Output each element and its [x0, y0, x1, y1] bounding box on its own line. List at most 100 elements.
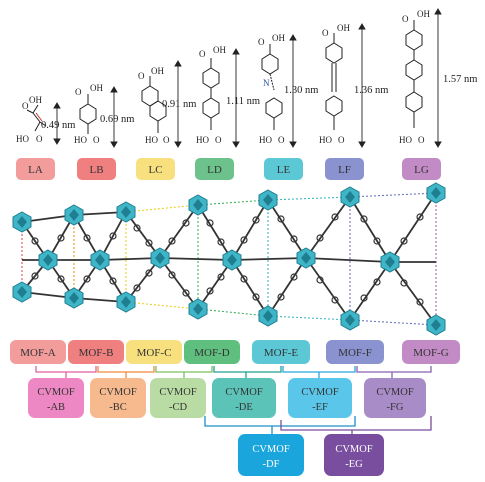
- la-ho-label: HO: [16, 134, 29, 144]
- la-o-top-label: O: [22, 101, 29, 111]
- mof-f-label: MOF-F: [338, 347, 372, 359]
- metal-node: [258, 189, 278, 211]
- linker-structures: OH O O HO OH O HO O OH O HO O: [16, 9, 430, 145]
- metal-node: [64, 204, 84, 226]
- mof-d-box: [184, 340, 240, 364]
- le-n-label: N: [263, 78, 270, 88]
- lf-length: 1.36 nm: [354, 85, 388, 96]
- lb-ho-label: HO: [74, 135, 87, 145]
- metal-node: [380, 251, 400, 273]
- lf-ho-label: HO: [319, 135, 332, 145]
- cvmof-fg-box: [364, 378, 426, 418]
- metal-node: [296, 247, 316, 269]
- lb-oh-label: OH: [90, 83, 103, 93]
- mof-a-box: [10, 340, 66, 364]
- linker-la-structure: [26, 104, 47, 132]
- ld-o-top-label: O: [199, 49, 206, 59]
- linker-le-structure: [261, 44, 283, 130]
- length-arrows: [53, 8, 442, 148]
- lc-o-top-label: O: [138, 71, 145, 81]
- lc-ho-label: HO: [145, 135, 158, 145]
- mof-f-box: [326, 340, 384, 364]
- mof-c-box: [126, 340, 182, 364]
- cvmof-ab-box: [28, 378, 84, 418]
- lf-oh-label: OH: [337, 23, 350, 33]
- cvmof-bc-line1: CVMOF: [99, 387, 137, 398]
- cvmof-eg-line2: -EG: [345, 459, 363, 470]
- lf-box: [325, 158, 364, 180]
- arrow-le: [289, 34, 297, 148]
- cvmof-ab-line2: -AB: [47, 402, 65, 413]
- cvmof-eg-line1: CVMOF: [335, 444, 373, 455]
- linker-lf-structure: [325, 33, 343, 130]
- cvmof-de-box: [212, 378, 276, 418]
- metal-nodes: [12, 182, 446, 336]
- cvmof-df-line1: CVMOF: [252, 444, 290, 455]
- linker-lc-structure: [141, 76, 167, 133]
- cvmof-eg-box: [324, 434, 384, 476]
- lg-oh-label: OH: [417, 9, 430, 19]
- metal-node: [90, 249, 110, 271]
- linker-labels: LA LB LC LD LE LF LG: [16, 158, 441, 180]
- metal-node: [116, 201, 136, 223]
- arrow-la: [53, 102, 61, 145]
- lb-length: 0.69 nm: [100, 114, 134, 125]
- metal-node: [38, 249, 58, 271]
- mof-a-label: MOF-A: [20, 347, 56, 359]
- cvmof-de-line1: CVMOF: [225, 387, 263, 398]
- metal-node: [150, 247, 170, 269]
- lg-o-top-label: O: [402, 14, 409, 24]
- ld-oh-label: OH: [213, 45, 226, 55]
- metal-node: [64, 287, 84, 309]
- linker-lb-structure: [79, 94, 97, 134]
- lc-box: [136, 158, 175, 180]
- la-oh-label: OH: [29, 95, 42, 105]
- mof-g-label: MOF-G: [413, 347, 449, 359]
- le-box: [264, 158, 303, 180]
- cvmof-df-box: [238, 434, 304, 476]
- cvmof-boxes: CVMOF -AB CVMOF -BC CVMOF -CD CVMOF -DE …: [28, 378, 426, 476]
- ld-o-bottom-label: O: [215, 135, 222, 145]
- cvmof-bc-line2: -BC: [109, 402, 127, 413]
- linker-ld-structure: [202, 58, 220, 130]
- metal-node: [12, 211, 32, 233]
- arrow-lb: [110, 86, 118, 148]
- metal-node: [258, 305, 278, 327]
- metal-node: [12, 281, 32, 303]
- metal-node: [188, 298, 208, 320]
- cvmof-bc-box: [90, 378, 146, 418]
- metal-node: [340, 186, 360, 208]
- ld-box: [195, 158, 234, 180]
- lc-oh-label: OH: [151, 66, 164, 76]
- cvmof-cd-box: [150, 378, 206, 418]
- ld-length: 1.11 nm: [226, 96, 260, 107]
- la-length: 0.49 nm: [41, 120, 75, 131]
- le-label: LE: [277, 164, 291, 176]
- lf-label: LF: [338, 164, 351, 176]
- arrow-lc: [174, 60, 182, 148]
- mof-e-box: [252, 340, 310, 364]
- lf-o-top-label: O: [322, 28, 329, 38]
- metal-node: [426, 182, 446, 204]
- lg-box: [402, 158, 441, 180]
- metal-node: [340, 309, 360, 331]
- le-o-bottom-label: O: [278, 135, 285, 145]
- lc-label: LC: [148, 164, 162, 176]
- arrow-ld: [232, 48, 240, 148]
- cvmof-cd-line1: CVMOF: [159, 387, 197, 398]
- lc-o-bottom-label: O: [163, 135, 170, 145]
- arrow-lf: [358, 23, 366, 148]
- cvmof-ef-line1: CVMOF: [301, 387, 339, 398]
- mof-g-box: [402, 340, 460, 364]
- cvmof-ef-box: [288, 378, 352, 418]
- cvmof-fg-line1: CVMOF: [376, 387, 414, 398]
- lb-o-bottom-label: O: [93, 135, 100, 145]
- ld-label: LD: [207, 164, 222, 176]
- metal-node: [222, 249, 242, 271]
- le-ho-label: HO: [259, 135, 272, 145]
- cvmof-de-line2: -DE: [235, 402, 253, 413]
- arrow-lg: [434, 8, 442, 148]
- cvmof-cd-line2: -CD: [169, 402, 188, 413]
- la-label: LA: [28, 164, 43, 176]
